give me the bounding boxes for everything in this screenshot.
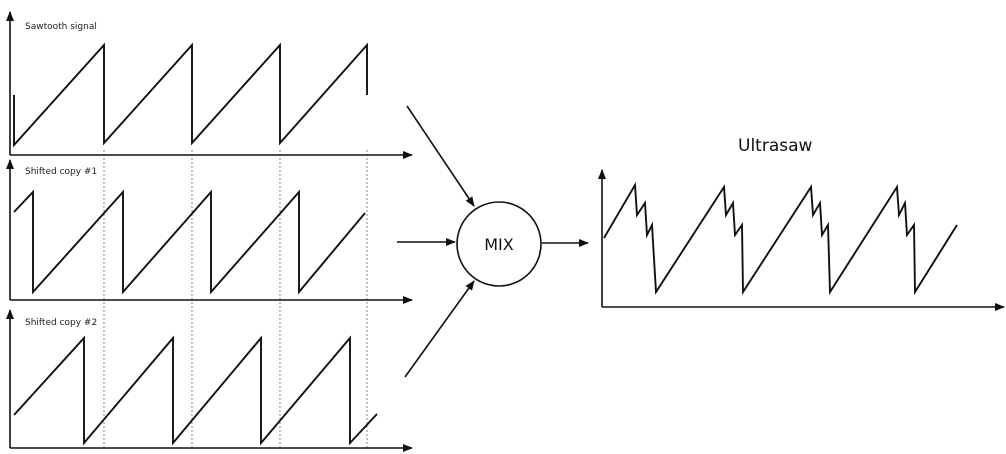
arrow-copy2-to-mix	[404, 280, 475, 378]
panel-label: Shifted copy #2	[25, 318, 97, 328]
panel-label: Sawtooth signal	[25, 22, 97, 32]
ultrasaw-wave	[603, 181, 958, 296]
arrow-sawtooth-to-mix	[406, 105, 475, 207]
mix-node: MIX	[456, 201, 542, 287]
panel-label: Shifted copy #1	[25, 167, 97, 177]
panel-sawtooth: Sawtooth signal	[5, 11, 413, 159]
panel-shifted-copy-1: Shifted copy #1	[5, 159, 413, 304]
shifted-wave-1	[13, 189, 366, 295]
input-arrows	[397, 105, 475, 378]
output-title: Ultrasaw	[738, 136, 813, 156]
panel-shifted-copy-2: Shifted copy #2	[5, 309, 413, 452]
mix-circle	[456, 201, 542, 287]
sawtooth-wave	[13, 42, 368, 148]
mix-label: MIX	[484, 235, 514, 254]
panel-ultrasaw: Ultrasaw	[598, 136, 1005, 311]
shifted-wave-2	[13, 335, 378, 446]
